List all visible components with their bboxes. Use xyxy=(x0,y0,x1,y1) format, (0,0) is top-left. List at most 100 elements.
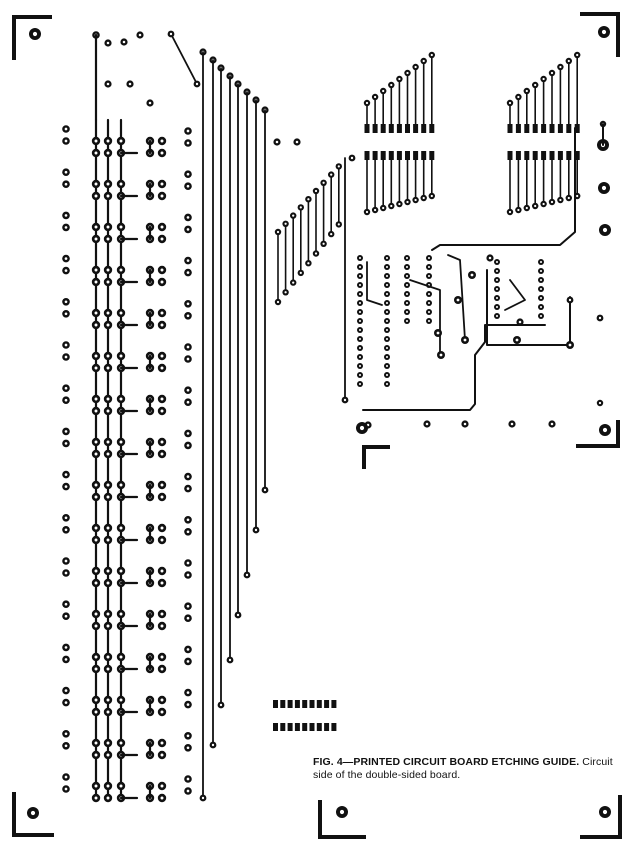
rect-pad xyxy=(388,124,394,133)
pad-hole xyxy=(539,296,543,300)
pad-hole xyxy=(64,139,68,143)
pad-hole xyxy=(160,151,164,155)
pad-hole xyxy=(119,569,123,573)
pad-hole xyxy=(94,581,98,585)
rect-pad xyxy=(396,151,402,160)
pad-hole xyxy=(119,741,123,745)
figure-description: Circuit side of the double-sided board. xyxy=(313,756,613,781)
rect-pad xyxy=(405,124,410,133)
pad-hole xyxy=(119,268,123,272)
pad-hole xyxy=(314,252,318,255)
pad-hole xyxy=(64,689,68,692)
registration-bar xyxy=(12,15,16,60)
pad-hole xyxy=(228,658,232,662)
pad-hole xyxy=(568,343,572,347)
pad-hole xyxy=(186,648,190,651)
pad-hole xyxy=(64,226,68,229)
pad-hole xyxy=(64,269,68,272)
rect-pad xyxy=(372,151,378,160)
pad-hole xyxy=(518,320,522,324)
pad-hole xyxy=(94,495,98,499)
pad-hole xyxy=(160,311,164,315)
rect-pad xyxy=(294,700,300,708)
pad-hole xyxy=(94,237,98,241)
rect-pad xyxy=(364,124,370,133)
pad-hole xyxy=(160,237,164,241)
pad-hole xyxy=(414,198,417,202)
rect-pad xyxy=(302,723,308,731)
pad-hole xyxy=(456,298,460,302)
pad-hole xyxy=(186,573,190,577)
pad-hole xyxy=(601,29,607,35)
pad-hole xyxy=(337,223,340,226)
pad-hole xyxy=(405,310,409,314)
pad-hole xyxy=(106,182,110,186)
pad-hole xyxy=(385,364,389,368)
pad-hole xyxy=(119,698,123,702)
pad-hole xyxy=(160,194,164,198)
pad-hole xyxy=(119,354,123,358)
pad-hole xyxy=(470,273,474,277)
pad-hole xyxy=(94,311,98,315)
pad-hole xyxy=(525,206,528,210)
rect-pad xyxy=(287,700,293,708)
pad-hole xyxy=(427,301,431,305)
pad-hole xyxy=(186,271,190,274)
pad-hole xyxy=(568,298,572,302)
pad-hole xyxy=(119,225,123,229)
pad-hole xyxy=(406,200,409,204)
edge-connector-pads xyxy=(62,125,192,795)
pad-hole xyxy=(358,346,362,350)
pad-hole xyxy=(517,95,520,99)
pad-hole xyxy=(94,483,98,487)
pad-hole xyxy=(276,230,280,234)
pad-hole xyxy=(94,655,98,659)
pad-hole xyxy=(405,301,409,305)
rect-pad xyxy=(331,700,337,708)
pad-hole xyxy=(186,302,190,306)
rect-pad xyxy=(421,151,427,160)
pad-hole xyxy=(94,612,98,616)
pad-hole xyxy=(186,444,190,447)
pad-hole xyxy=(64,658,68,661)
figure-title: FIG. 4—PRINTED CIRCUIT BOARD ETCHING GUI… xyxy=(313,756,580,768)
pad-hole xyxy=(495,278,499,282)
pad-hole xyxy=(94,624,98,628)
pad-hole xyxy=(510,422,514,426)
rect-pad xyxy=(273,700,278,708)
pad-hole xyxy=(463,422,467,426)
pad-hole xyxy=(385,373,389,377)
pad-hole xyxy=(106,698,110,702)
pad-hole xyxy=(307,198,310,201)
pad-hole xyxy=(106,624,110,628)
pad-hole xyxy=(299,271,302,275)
pad-hole xyxy=(330,173,333,176)
pad-hole xyxy=(390,83,393,87)
pad-hole xyxy=(106,268,110,272)
pad-hole xyxy=(94,268,98,272)
pad-hole xyxy=(160,268,164,272)
pad-hole xyxy=(94,397,98,401)
pad-hole xyxy=(94,710,98,714)
pad-hole xyxy=(385,256,389,260)
pad-hole xyxy=(539,314,543,318)
pad-hole xyxy=(495,296,499,300)
pad-hole xyxy=(64,300,68,304)
pad-hole xyxy=(106,612,110,616)
trace xyxy=(486,269,571,346)
pad-hole xyxy=(106,655,110,659)
pad-hole xyxy=(358,373,362,377)
pad-hole xyxy=(106,667,110,671)
pad-hole xyxy=(550,200,554,204)
pad-hole xyxy=(508,210,512,214)
memory-bank-traces xyxy=(91,31,167,803)
pad-hole xyxy=(385,346,389,350)
rect-pad xyxy=(331,723,337,731)
pad-hole xyxy=(186,530,190,534)
pad-hole xyxy=(542,77,545,81)
pad-hole xyxy=(64,744,68,748)
pad-hole xyxy=(160,753,164,757)
pad-hole xyxy=(567,196,570,200)
pad-hole xyxy=(422,59,425,63)
pad-hole xyxy=(525,89,528,93)
